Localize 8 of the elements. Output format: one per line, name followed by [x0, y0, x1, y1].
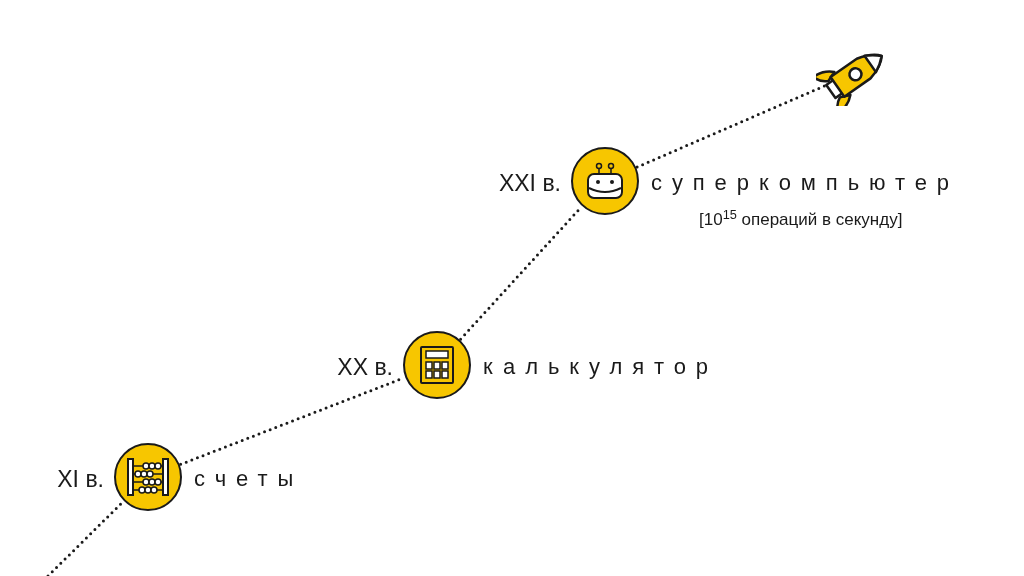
- performance-note: [10$^{15}$ операций в секунду]: [699, 207, 903, 231]
- dotted-connector: [46, 500, 125, 576]
- device-label: суперкомпьютер: [651, 169, 959, 197]
- century-label: XXI в.: [498, 169, 561, 198]
- device-label: счеты: [194, 465, 304, 493]
- century-label: XX в.: [337, 353, 393, 382]
- device-label: калькулятор: [483, 353, 718, 381]
- century-label: XI в.: [57, 465, 104, 494]
